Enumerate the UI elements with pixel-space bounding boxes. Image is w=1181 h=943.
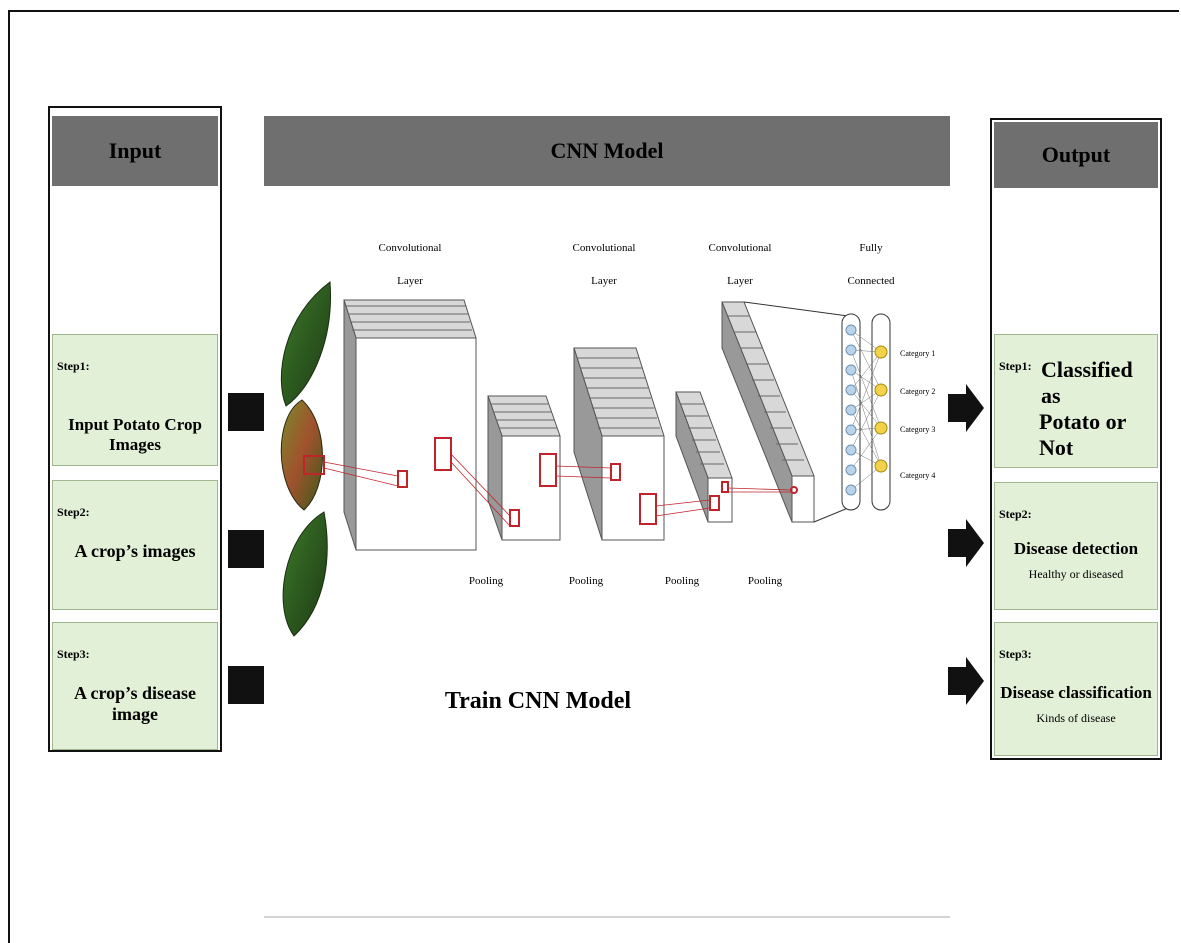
- output-step-2-label: Step2:: [999, 507, 1032, 521]
- diagram-frame: [8, 10, 1179, 943]
- output-step-3-title: Disease classification: [1000, 683, 1152, 702]
- output-step-2: Step2: Disease detection Healthy or dise…: [994, 482, 1158, 610]
- output-arrows: [948, 384, 984, 705]
- layer-label-4-line1: Fully: [859, 242, 883, 254]
- input-step-3: Step3: A crop’s disease image: [52, 622, 218, 750]
- input-step-2: Step2: A crop’s images: [52, 480, 218, 610]
- input-step-3-label: Step3:: [57, 647, 90, 661]
- layer-label-1-line1: Convolutional: [379, 242, 442, 254]
- layer-label-1-line2: Layer: [397, 275, 423, 287]
- conv-block-1: [343, 299, 477, 551]
- pooling-label-4: Pooling: [748, 575, 783, 587]
- input-header: Input: [52, 116, 218, 186]
- output-step-1-line2: Potato or Not: [1039, 409, 1126, 460]
- layer-label-2-line2: Layer: [591, 275, 617, 287]
- layer-label-2-line1: Convolutional: [573, 242, 636, 254]
- connector-bar-2: [228, 530, 264, 568]
- input-panel: Input Step1: Input Potato Crop Images St…: [48, 106, 222, 752]
- category-label-1: Category 1: [900, 349, 935, 358]
- output-step-3-label: Step3:: [999, 647, 1032, 661]
- conv-block-2: [573, 347, 665, 541]
- leaf-image-1: [280, 281, 332, 407]
- input-step-1: Step1: Input Potato Crop Images: [52, 334, 218, 466]
- fully-connected-layers: [841, 313, 891, 511]
- leaf-image-2: [280, 399, 323, 511]
- arrow-right-icon: [948, 519, 984, 567]
- layer-label-4-line2: Connected: [847, 275, 895, 287]
- output-step-3: Step3: Disease classification Kinds of d…: [994, 622, 1158, 756]
- input-step-2-text: A crop’s images: [74, 541, 196, 561]
- output-header: Output: [994, 122, 1158, 188]
- conv-block-3: [721, 301, 815, 523]
- input-step-2-label: Step2:: [57, 505, 90, 519]
- output-panel: Output Step1: Classified as Potato or No…: [990, 118, 1162, 760]
- connector-bar-3: [228, 666, 264, 704]
- pooling-label-3: Pooling: [665, 575, 700, 587]
- cnn-header: CNN Model: [264, 116, 950, 186]
- feature-projection-lines: [323, 453, 792, 527]
- input-step-1-text: Input Potato Crop Images: [68, 415, 202, 454]
- output-step-2-title: Disease detection: [1013, 539, 1139, 558]
- category-label-2: Category 2: [900, 387, 935, 396]
- output-step-3-subtitle: Kinds of disease: [1036, 711, 1116, 725]
- pooling-label-2: Pooling: [569, 575, 604, 587]
- pool-block-2: [675, 391, 733, 523]
- input-step-3-text: A crop’s disease image: [73, 683, 196, 724]
- leaf-image-3: [282, 511, 328, 637]
- output-step-2-subtitle: Healthy or diseased: [1028, 567, 1124, 581]
- pool-block-1: [487, 395, 561, 541]
- arrow-right-icon: [948, 384, 984, 432]
- connector-bar-1: [228, 393, 264, 431]
- fc-link-top: [743, 301, 849, 317]
- category-label-3: Category 3: [900, 425, 935, 434]
- leaf-focus-box: [303, 455, 325, 475]
- cnn-caption: Train CNN Model: [445, 688, 632, 714]
- pooling-label-1: Pooling: [469, 575, 504, 587]
- cnn-panel: CNN Model Convolutional Layer Convolutio…: [264, 116, 950, 918]
- output-step-1-label: Step1:: [999, 359, 1032, 373]
- input-step-1-label: Step1:: [57, 359, 90, 373]
- fc-link-bottom: [813, 507, 849, 523]
- layer-label-3-line1: Convolutional: [709, 242, 772, 254]
- category-label-4: Category 4: [900, 471, 935, 480]
- arrow-right-icon: [948, 657, 984, 705]
- cnn-diagram: Convolutional Layer Convolutional Layer …: [280, 242, 935, 714]
- output-step-1: Step1: Classified as Potato or Not: [994, 334, 1158, 468]
- output-step-1-line1: Classified as: [1041, 357, 1133, 408]
- layer-label-3-line2: Layer: [727, 275, 753, 287]
